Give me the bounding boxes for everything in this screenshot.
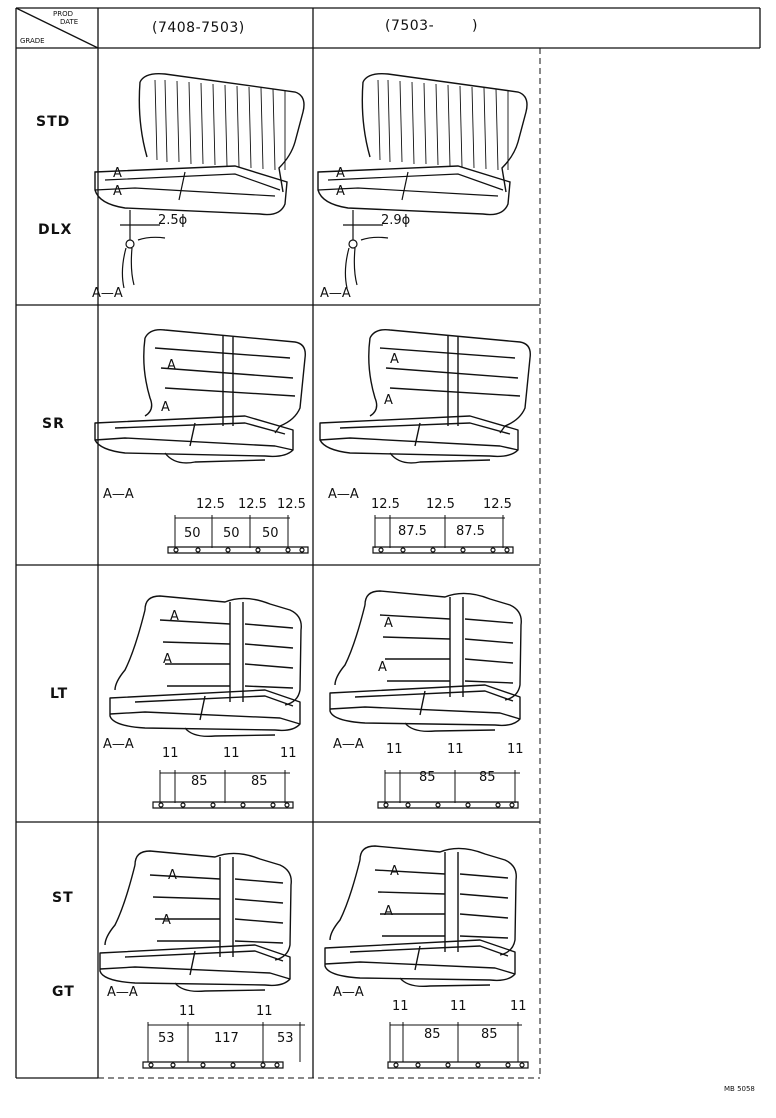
section-label: A—A <box>333 985 364 1000</box>
dimension-label: 117 <box>214 1031 239 1046</box>
dimension-label: 50 <box>262 526 279 541</box>
column-header-2-end: ) <box>472 18 478 34</box>
grade-dlx: DLX <box>38 222 73 238</box>
dimension-label: 85 <box>191 774 208 789</box>
section-marker: A <box>384 616 393 631</box>
section-marker: A <box>384 904 393 919</box>
dimension-label: 11 <box>162 746 179 761</box>
column-header-2: (7503- <box>385 18 435 34</box>
dimension-label: 2.9ϕ <box>381 213 411 228</box>
section-marker: A <box>336 166 345 181</box>
section-marker: A <box>390 352 399 367</box>
dimension-label: 85 <box>481 1027 498 1042</box>
section-marker: A <box>168 868 177 883</box>
grade-sr: SR <box>42 416 65 432</box>
dimension-label: 85 <box>424 1027 441 1042</box>
dimension-label: 12.5 <box>371 497 400 512</box>
dimension-label: 12.5 <box>196 497 225 512</box>
dimension-label: 11 <box>386 742 403 757</box>
dimension-label: 85 <box>479 770 496 785</box>
section-marker: A <box>167 358 176 373</box>
dimension-label: 50 <box>184 526 201 541</box>
dimension-label: 12.5 <box>426 497 455 512</box>
section-label: A—A <box>103 737 134 752</box>
section-label: A—A <box>328 487 359 502</box>
grade-st: ST <box>52 890 74 906</box>
grade-std: STD <box>36 114 71 130</box>
section-marker: A <box>390 864 399 879</box>
column-header-1: (7408-7503) <box>152 20 245 36</box>
section-marker: A <box>113 166 122 181</box>
dimension-label: 11 <box>447 742 464 757</box>
dimension-label: 11 <box>179 1004 196 1019</box>
section-label: A—A <box>333 737 364 752</box>
section-marker: A <box>162 913 171 928</box>
dimension-label: 12.5 <box>483 497 512 512</box>
dimension-label: 11 <box>256 1004 273 1019</box>
header-grade-label: GRADE <box>20 37 45 45</box>
section-label: A—A <box>103 487 134 502</box>
grade-gt: GT <box>52 984 75 1000</box>
header-prod-label: PROD <box>53 10 73 18</box>
dimension-label: 11 <box>450 999 467 1014</box>
dimension-label: 2.5ϕ <box>158 213 188 228</box>
section-marker: A <box>161 400 170 415</box>
dimension-label: 53 <box>277 1031 294 1046</box>
dimension-label: 53 <box>158 1031 175 1046</box>
dimension-label: 11 <box>223 746 240 761</box>
section-label: A—A <box>92 286 123 301</box>
section-marker: A <box>378 660 387 675</box>
dimension-label: 12.5 <box>238 497 267 512</box>
dimension-label: 87.5 <box>398 524 427 539</box>
section-marker: A <box>170 609 179 624</box>
dimension-label: 11 <box>392 999 409 1014</box>
grade-lt: LT <box>50 686 69 702</box>
dimension-label: 11 <box>280 746 297 761</box>
section-marker: A <box>336 184 345 199</box>
dimension-label: 85 <box>419 770 436 785</box>
dimension-label: 11 <box>507 742 524 757</box>
dimension-label: 50 <box>223 526 240 541</box>
page-number: MB 5058 <box>724 1085 755 1093</box>
dimension-label: 87.5 <box>456 524 485 539</box>
dimension-label: 85 <box>251 774 268 789</box>
header-date-label: DATE <box>60 18 79 26</box>
section-marker: A <box>163 652 172 667</box>
section-label: A—A <box>107 985 138 1000</box>
dimension-label: 11 <box>510 999 527 1014</box>
section-label: A—A <box>320 286 351 301</box>
section-marker: A <box>384 393 393 408</box>
section-marker: A <box>113 184 122 199</box>
dimension-label: 12.5 <box>277 497 306 512</box>
